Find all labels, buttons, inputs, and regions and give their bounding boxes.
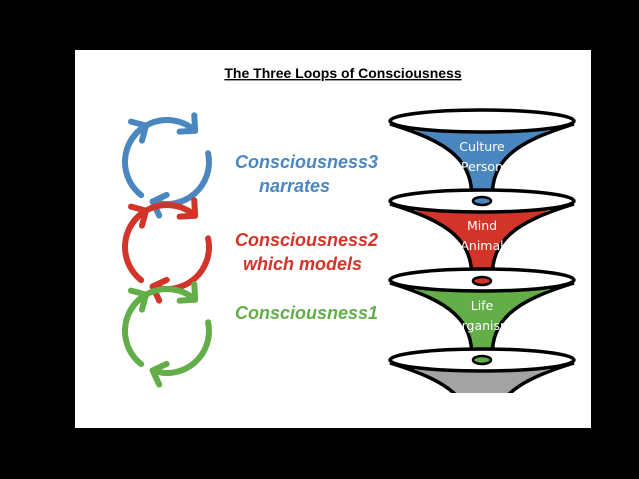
- loop2-sublabel: which models: [243, 254, 362, 274]
- funnel-fill: [410, 286, 554, 357]
- arrowhead-icon: [176, 112, 199, 135]
- funnel-fill: [410, 127, 554, 198]
- funnel1-sublabel: Person: [461, 159, 503, 174]
- loop-arc: [122, 291, 149, 368]
- funnel: [388, 108, 576, 200]
- loop-arc: [149, 319, 212, 376]
- loop-arc: [122, 207, 149, 284]
- funnel2-sublabel: Animal: [460, 238, 503, 253]
- funnel-rim: [388, 108, 576, 134]
- arrowhead-icon: [127, 203, 149, 229]
- funnel-neck: [471, 354, 493, 366]
- loop1-label: Consciousness1: [235, 303, 378, 323]
- loop-arc: [122, 122, 149, 199]
- loop2-label: Consciousness2: [235, 230, 378, 250]
- arrowhead-icon: [127, 118, 149, 144]
- funnel-neck: [471, 195, 493, 207]
- loop3-label: Consciousness3: [235, 152, 378, 172]
- loop3-sublabel: narrates: [259, 176, 330, 196]
- arrowhead-icon: [176, 197, 199, 220]
- funnel1-label: Culture: [459, 139, 505, 154]
- arrowhead-icon: [149, 191, 170, 219]
- funnel-neck: [471, 275, 493, 287]
- diagram-title: The Three Loops of Consciousness: [224, 65, 461, 81]
- arrowhead-icon: [149, 276, 170, 304]
- funnel2-label: Mind: [467, 218, 497, 233]
- funnel-fill: [410, 366, 554, 393]
- arrowhead-icon: [127, 287, 149, 313]
- funnel-fill: [410, 207, 554, 278]
- loop-cycle-arrows: [122, 281, 212, 388]
- funnel3-sublabel: Organism: [452, 318, 512, 333]
- arrowhead-icon: [149, 360, 170, 388]
- funnel3-label: Life: [471, 298, 494, 313]
- arrowhead-icon: [176, 281, 199, 304]
